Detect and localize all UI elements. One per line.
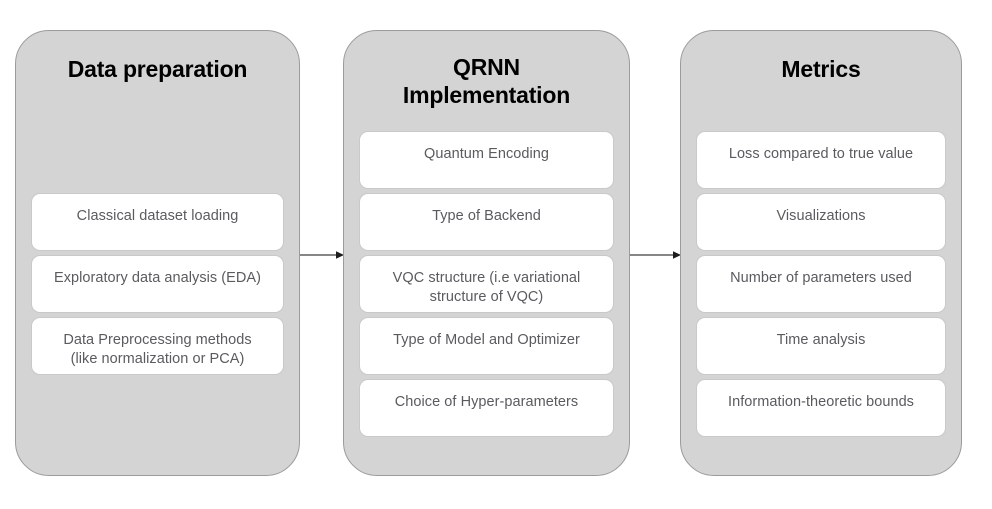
- item-label: Data Preprocessing methods (like normali…: [63, 332, 252, 367]
- item-label: Loss compared to true value: [728, 146, 914, 162]
- item-label: Type of Backend: [432, 208, 541, 224]
- list-item[interactable]: Type of Backend: [359, 193, 614, 251]
- list-item[interactable]: VQC structure (i.e variational structure…: [359, 255, 614, 313]
- item-label: Number of parameters used: [730, 270, 912, 286]
- list-item[interactable]: Exploratory data analysis (EDA): [31, 255, 284, 313]
- list-item[interactable]: Time analysis: [696, 317, 946, 375]
- list-item[interactable]: Information-theoretic bounds: [696, 379, 946, 437]
- arrow-right-icon: [300, 249, 344, 261]
- stage-items-data-preparation: Classical dataset loading Exploratory da…: [31, 193, 284, 375]
- item-label: Choice of Hyper-parameters: [394, 394, 579, 410]
- list-item[interactable]: Data Preprocessing methods (like normali…: [31, 317, 284, 375]
- stage-title-metrics: Metrics: [781, 56, 861, 82]
- list-item[interactable]: Loss compared to true value: [696, 131, 946, 189]
- list-item[interactable]: Classical dataset loading: [31, 193, 284, 251]
- stage-title-data-preparation: Data preparation: [67, 56, 248, 82]
- item-label: VQC structure (i.e variational structure…: [392, 270, 581, 305]
- stage-panel-metrics: Metrics Loss compared to true value Visu…: [680, 30, 962, 476]
- item-label: Information-theoretic bounds: [728, 394, 914, 410]
- list-item[interactable]: Quantum Encoding: [359, 131, 614, 189]
- stage-panel-qrnn-implementation: QRNN Implementation Quantum Encoding Typ…: [343, 30, 630, 476]
- item-label: Quantum Encoding: [424, 146, 549, 162]
- arrow-right-icon: [630, 249, 681, 261]
- stage-items-metrics: Loss compared to true value Visualizatio…: [696, 131, 946, 437]
- item-label: Exploratory data analysis (EDA): [53, 270, 262, 286]
- stage-title-qrnn-implementation: QRNN Implementation: [402, 54, 571, 108]
- item-label: Visualizations: [776, 208, 866, 224]
- item-label: Classical dataset loading: [76, 208, 239, 224]
- stage-panel-data-preparation: Data preparation Classical dataset loadi…: [15, 30, 300, 476]
- list-item[interactable]: Number of parameters used: [696, 255, 946, 313]
- item-label: Time analysis: [776, 332, 866, 348]
- list-item[interactable]: Type of Model and Optimizer: [359, 317, 614, 375]
- stage-items-qrnn-implementation: Quantum Encoding Type of Backend VQC str…: [359, 131, 614, 437]
- item-label: Type of Model and Optimizer: [393, 332, 580, 348]
- list-item[interactable]: Visualizations: [696, 193, 946, 251]
- list-item[interactable]: Choice of Hyper-parameters: [359, 379, 614, 437]
